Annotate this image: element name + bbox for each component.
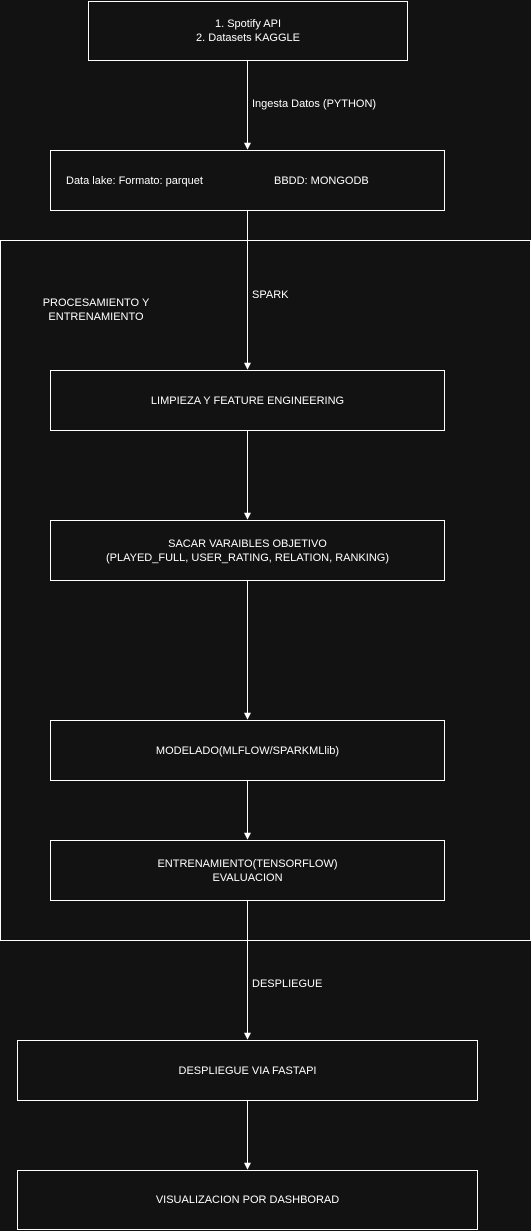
cleaning-node: LIMPIEZA Y FEATURE ENGINEERING	[50, 370, 445, 431]
group-title: PROCESAMIENTO Y ENTRENAMIENTO	[37, 296, 155, 324]
dashboard-text: VISUALIZACION POR DASHBORAD	[155, 1194, 340, 1206]
deploy-node: DESPLIEGUE VIA FASTAPI	[17, 1040, 478, 1101]
training-line-1: ENTRENAMIENTO(TENSORFLOW)	[157, 857, 338, 870]
cleaning-text: LIMPIEZA Y FEATURE ENGINEERING	[150, 394, 345, 407]
targets-node: SACAR VARAIBLES OBJETIVO (PLAYED_FULL, U…	[50, 520, 445, 581]
edge-label-deploy: DESPLIEGUE	[252, 978, 323, 990]
dashboard-node: VISUALIZACION POR DASHBORAD	[17, 1170, 478, 1230]
group-title-line-1: PROCESAMIENTO Y	[42, 297, 150, 309]
group-title-line-2: ENTRENAMIENTO	[48, 311, 144, 323]
storage-datalake-text: Data lake: Formato: parquet	[66, 175, 203, 187]
modeling-text: MODELADO(MLFLOW/SPARKMLlib)	[155, 744, 340, 757]
training-node: ENTRENAMIENTO(TENSORFLOW) EVALUACION	[50, 840, 445, 901]
edge-label-ingest: Ingesta Datos (PYTHON)	[252, 98, 377, 110]
training-line-2: EVALUACION	[212, 871, 283, 884]
sources-node: 1. Spotify API 2. Datasets KAGGLE	[88, 1, 408, 61]
storage-db-text: BBDD: MONGODB	[274, 175, 369, 187]
targets-line-2: (PLAYED_FULL, USER_RATING, RELATION, RAN…	[105, 551, 389, 564]
targets-line-1: SACAR VARAIBLES OBJETIVO	[168, 537, 327, 550]
sources-line-2: 2. Datasets KAGGLE	[196, 32, 300, 44]
sources-line-1: 1. Spotify API	[214, 18, 282, 30]
edge-label-spark: SPARK	[252, 289, 289, 301]
storage-node: Data lake: Formato: parquet BBDD: MONGOD…	[50, 150, 445, 211]
deploy-text: DESPLIEGUE VIA FASTAPI	[178, 1064, 317, 1077]
modeling-node: MODELADO(MLFLOW/SPARKMLlib)	[50, 720, 445, 781]
